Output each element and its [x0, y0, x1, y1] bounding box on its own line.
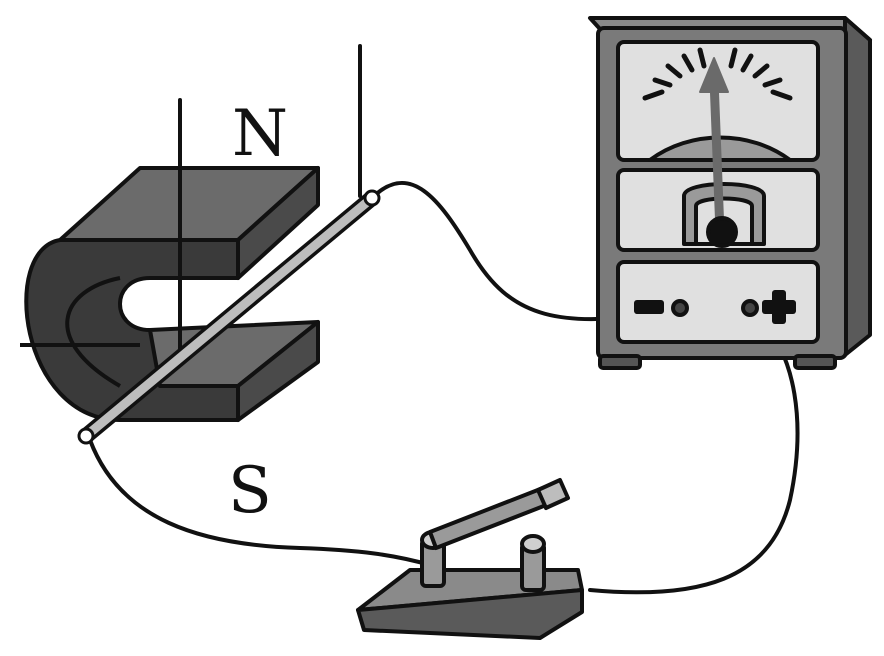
- galvanometer: [588, 16, 872, 370]
- meter-foot-right: [793, 354, 837, 370]
- switch-handle: [536, 478, 570, 510]
- meter-scale-ticks: [642, 47, 793, 101]
- meter-terminal-panel: [616, 260, 820, 344]
- rod-end-right: [363, 189, 381, 207]
- meter-pivot-knob: [706, 216, 738, 248]
- meter-foot-left: [598, 354, 642, 370]
- knife-switch: [356, 478, 584, 640]
- plus-icon: [762, 290, 796, 324]
- magnet-inner-curve-line: [65, 276, 121, 388]
- minus-icon: [634, 300, 664, 314]
- meter-needle-tip: [699, 57, 729, 93]
- horseshoe-magnet: [20, 166, 320, 422]
- wire-rod-to-switch: [88, 438, 432, 567]
- north-pole-label: N: [232, 97, 288, 171]
- meter-negative-terminal: [671, 299, 689, 317]
- meter-right-side: [843, 16, 872, 357]
- switch-base-front: [356, 588, 584, 640]
- meter-needle: [709, 75, 725, 237]
- wires: [88, 181, 800, 595]
- wire-meter-positive-to-switch: [588, 308, 800, 595]
- meter-positive-terminal: [741, 299, 759, 317]
- conductor-rod: [77, 189, 381, 445]
- rod-fill: [81, 193, 377, 441]
- magnet-bottom-arm-side-face: [236, 320, 320, 422]
- rod-end-left: [77, 427, 95, 445]
- field-lines: [178, 44, 362, 358]
- south-pole-label: S: [228, 454, 272, 528]
- wire-rod-to-meter-negative: [370, 181, 680, 322]
- switch-right-post-cap: [520, 534, 546, 554]
